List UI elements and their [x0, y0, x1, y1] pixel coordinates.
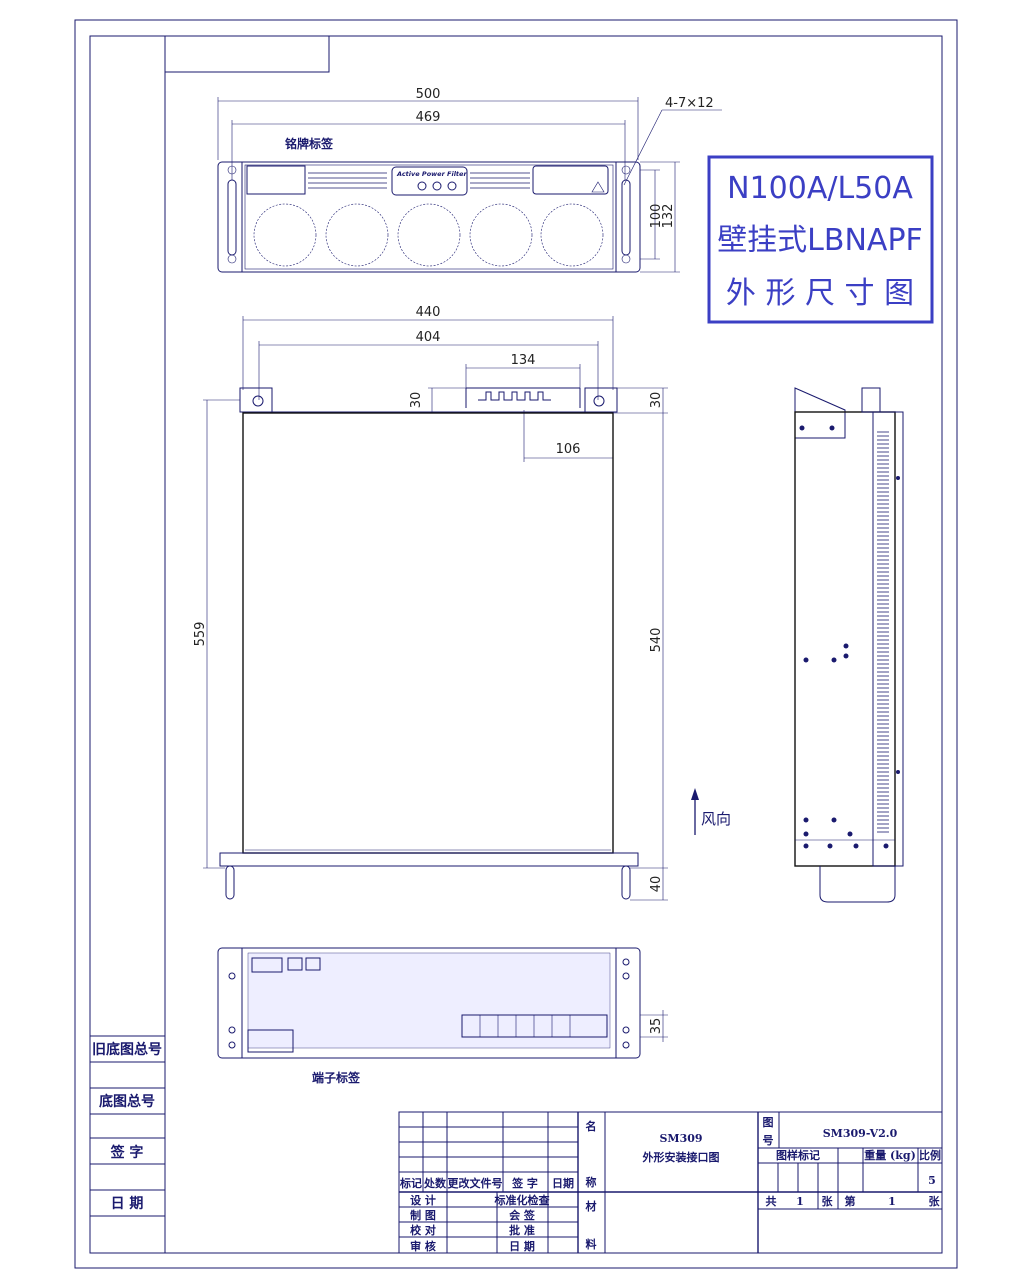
- dim-404: 404: [416, 330, 441, 345]
- weight-label: 重量 (kg): [864, 1148, 916, 1162]
- drawing-name-code: SM309: [659, 1132, 702, 1145]
- drawing-no-label-top: 图: [763, 1116, 774, 1129]
- role-countersign: 会 签: [509, 1208, 536, 1222]
- rear-view: 35 端子标签: [217, 947, 668, 1085]
- dim-440: 440: [416, 305, 441, 320]
- dim-100: 100: [649, 204, 664, 229]
- rev-header-count: 处数: [423, 1176, 447, 1190]
- role-review: 审 核: [410, 1239, 436, 1253]
- rev-header-doc: 更改文件号: [448, 1176, 503, 1190]
- strip-signature: 签 字: [110, 1144, 144, 1161]
- role-design: 设 计: [410, 1193, 436, 1207]
- strip-old-drawing-no: 旧底图总号: [92, 1041, 162, 1058]
- role-check: 校 对: [410, 1223, 436, 1237]
- drawing-name: 外形安装接口图: [642, 1150, 720, 1164]
- sample-mark: 图样标记: [776, 1148, 820, 1162]
- sheet-no-label: 第: [845, 1194, 856, 1208]
- front-view: 500 469 4-7×12 铭牌标签 Active Power Filter: [217, 87, 722, 273]
- drawing-no-label-bottom: 号: [763, 1134, 774, 1147]
- dim-469: 469: [416, 110, 441, 125]
- warning-label: [532, 165, 609, 195]
- rev-header-date: 日期: [552, 1176, 574, 1190]
- dim-500: 500: [416, 87, 441, 102]
- dim-134: 134: [511, 353, 536, 368]
- product-title-box: N100A/L50A 壁挂式LBNAPF 外 形 尺 寸 图: [707, 155, 934, 324]
- nameplate-label: 铭牌标签: [285, 136, 334, 151]
- panel-brand: Active Power Filter: [396, 170, 467, 178]
- title-block: 标记 处数 更改文件号 签 字 日期 设 计 制 图 校 对 审 核 标准化检查…: [398, 1111, 943, 1254]
- role-date: 日 期: [509, 1239, 535, 1253]
- left-strip: 旧底图总号 底图总号 签 字 日 期: [90, 1035, 165, 1217]
- fan-grill: [325, 203, 389, 267]
- name-label-top: 名: [586, 1119, 597, 1133]
- product-model: N100A/L50A: [727, 171, 913, 206]
- top-view: 440 404 134 106 559 540 30 30 40 风向: [193, 305, 731, 901]
- dim-540: 540: [649, 628, 664, 653]
- handle: [819, 866, 896, 903]
- rear-vent-mesh: [247, 952, 611, 1049]
- sheets-unit-2: 张: [929, 1194, 941, 1208]
- terminal-block: [461, 1014, 608, 1038]
- corner-box: [164, 35, 330, 73]
- rev-header-mark: 标记: [399, 1176, 422, 1190]
- product-type: 壁挂式LBNAPF: [717, 223, 923, 258]
- sheets-total: 1: [796, 1195, 804, 1208]
- rev-header-sign: 签 字: [511, 1176, 538, 1190]
- strip-drawing-no: 底图总号: [99, 1093, 155, 1110]
- dim-35: 35: [649, 1018, 664, 1035]
- sheets-unit-1: 张: [822, 1194, 834, 1208]
- name-label-bottom: 称: [586, 1175, 597, 1189]
- dim-132: 132: [661, 204, 676, 229]
- material-label-top: 材: [586, 1199, 597, 1213]
- dim-40: 40: [649, 876, 664, 893]
- role-draw: 制 图: [410, 1208, 436, 1222]
- dim-holes: 4-7×12: [665, 96, 714, 111]
- scale-value: 5: [928, 1174, 936, 1187]
- outer-border: [74, 19, 958, 1269]
- role-approve: 批 准: [509, 1223, 535, 1237]
- fan-grill: [253, 203, 317, 267]
- nameplate: [246, 165, 306, 195]
- sheet-no: 1: [888, 1195, 896, 1208]
- scale-label: 比例: [919, 1148, 941, 1162]
- terminal-label: 端子标签: [312, 1070, 361, 1085]
- control-panel: [391, 166, 468, 196]
- product-drawing-title: 外 形 尺 寸 图: [726, 276, 914, 311]
- airflow-label: 风向: [701, 810, 731, 828]
- fan-grill: [540, 203, 604, 267]
- sheets-total-label: 共: [766, 1194, 777, 1208]
- strip-date: 日 期: [111, 1196, 144, 1212]
- dim-30-right: 30: [649, 392, 664, 409]
- role-standard: 标准化检查: [494, 1193, 550, 1207]
- side-view: [794, 387, 904, 903]
- fan-grill: [397, 203, 461, 267]
- dim-30-left: 30: [409, 392, 424, 409]
- material-label-bottom: 料: [586, 1237, 597, 1251]
- dim-559: 559: [193, 622, 208, 647]
- dim-106: 106: [556, 442, 581, 457]
- fan-grill: [469, 203, 533, 267]
- drawing-number: SM309-V2.0: [823, 1127, 898, 1140]
